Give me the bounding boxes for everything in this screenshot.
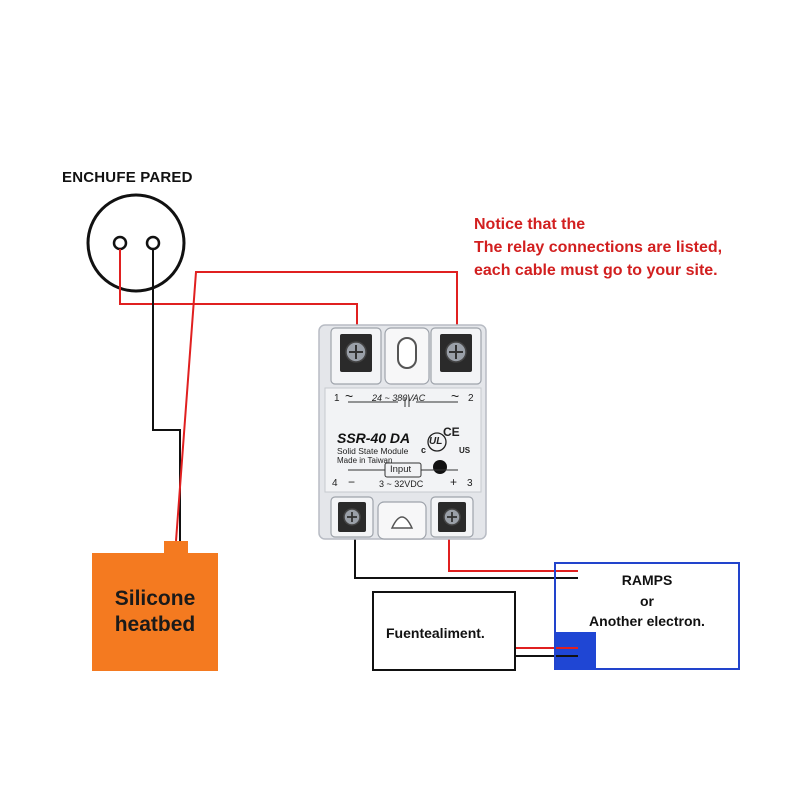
- terminal-2-label: 2: [468, 393, 474, 404]
- notice-line-2: The relay connections are listed,: [474, 239, 723, 256]
- controller-label-line2: or: [640, 593, 654, 609]
- screw-terminal-4: [338, 502, 366, 532]
- controller-label-line3: Another electron.: [589, 613, 705, 629]
- power-supply-label: Fuentealiment.: [386, 625, 485, 641]
- wall-socket: [86, 193, 186, 293]
- ul-c-mark: c: [421, 445, 427, 455]
- ac-tilde-left: ~: [345, 388, 354, 404]
- notice-line-3: each cable must go to your site.: [474, 262, 718, 279]
- solid-state-relay: [318, 324, 487, 540]
- silicone-heatbed: Silicone heatbed: [92, 553, 218, 671]
- wire-red-relay-to-controller: [448, 525, 578, 572]
- relay-origin: Made in Taiwan: [337, 456, 393, 465]
- notice-text: Notice that the The relay connections ar…: [474, 213, 722, 282]
- dc-range: 3 ~ 32VDC: [379, 479, 424, 489]
- ac-tilde-right: ~: [451, 388, 460, 404]
- wire-black-socket-to-heatbed: [152, 249, 181, 541]
- notice-line-1: Notice that the: [474, 216, 586, 233]
- power-supply: Fuentealiment.: [372, 591, 516, 671]
- ul-us-mark: US: [459, 446, 471, 455]
- ul-mark: UL: [429, 436, 443, 447]
- socket-hole-right: [145, 235, 161, 251]
- controller-board: RAMPS or Another electron.: [554, 562, 740, 670]
- screw-terminal-3: [438, 502, 466, 532]
- terminal-3-label: 3: [467, 478, 473, 489]
- heatbed-label-line1: Silicone: [114, 587, 196, 610]
- plus-sign: +: [450, 475, 458, 489]
- screw-terminal-1: [340, 334, 372, 372]
- socket-hole-left: [112, 235, 128, 251]
- ce-mark: CE: [443, 425, 460, 439]
- heatbed-label-line2: heatbed: [114, 613, 196, 636]
- wire-black-relay-to-controller: [354, 525, 578, 579]
- terminal-4-label: 4: [332, 478, 338, 489]
- socket-label: ENCHUFE PARED: [62, 169, 193, 186]
- minus-sign: −: [348, 475, 356, 489]
- relay-model: SSR-40 DA: [337, 430, 411, 446]
- terminal-1-label: 1: [334, 393, 340, 404]
- controller-connector-block: [556, 632, 596, 670]
- heatbed-connector: [164, 541, 188, 555]
- relay-subtitle: Solid State Module: [337, 446, 409, 456]
- wire-red-relay-to-heatbed: [175, 271, 458, 542]
- ac-range: 24 ~ 380VAC: [372, 393, 426, 403]
- wire-red-socket-to-relay: [119, 249, 358, 340]
- screw-terminal-2: [440, 334, 472, 372]
- input-label: Input: [390, 464, 412, 475]
- controller-label-line1: RAMPS: [621, 572, 673, 588]
